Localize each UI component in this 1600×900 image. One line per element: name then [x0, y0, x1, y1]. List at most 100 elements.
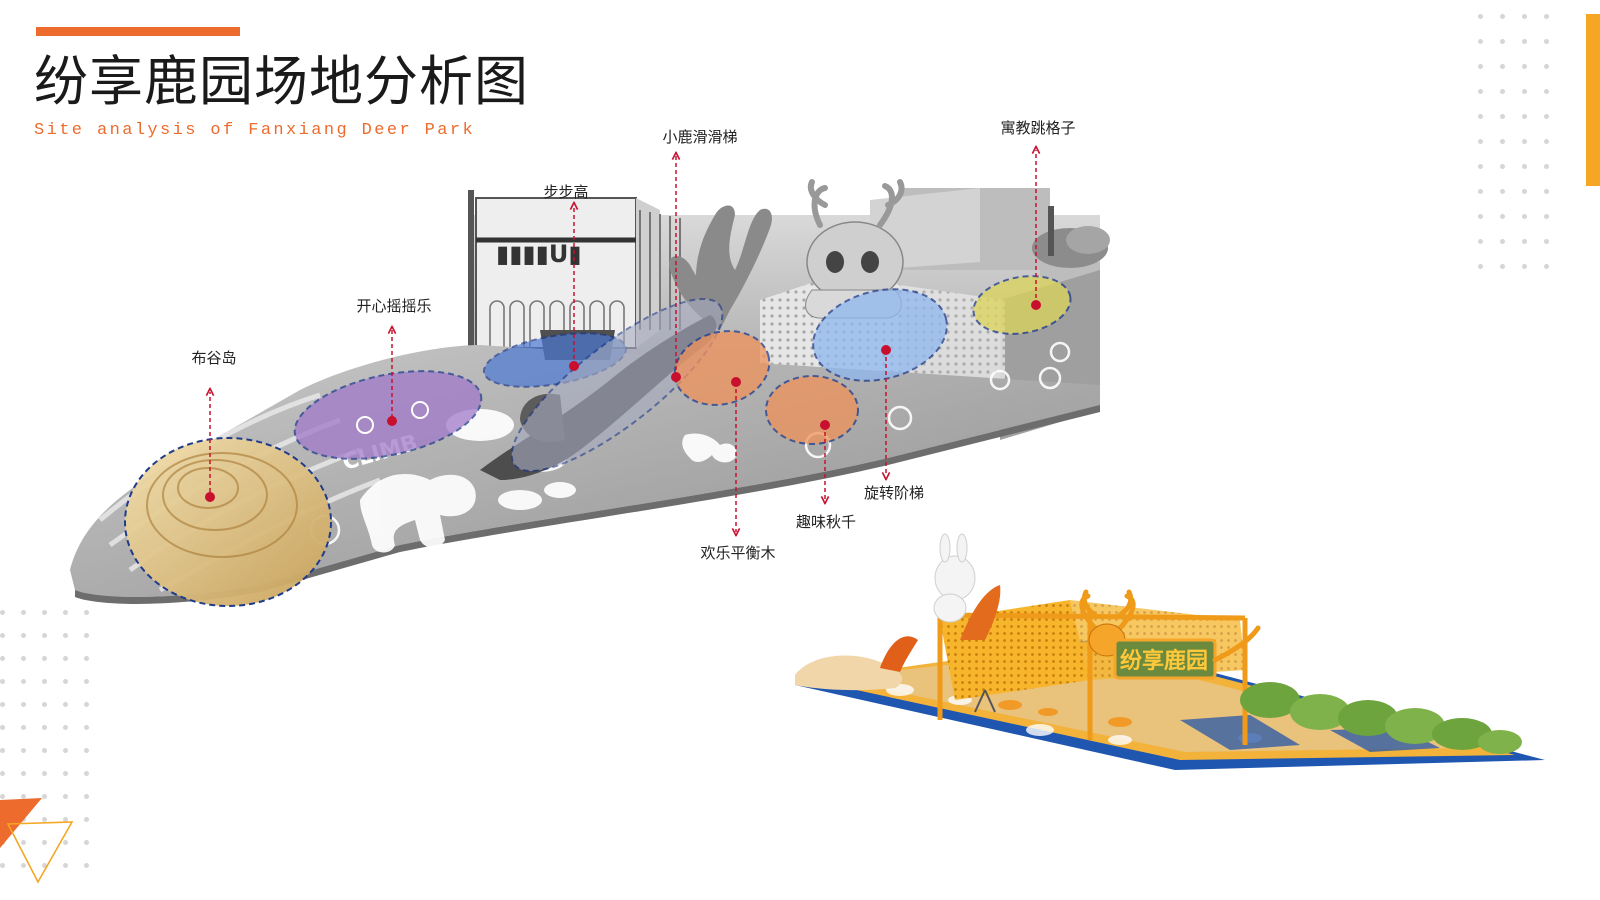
- grid-dot: [84, 794, 89, 799]
- corner-triangle-decoration: [0, 798, 74, 884]
- grid-dot: [42, 633, 47, 638]
- grid-dot: [42, 656, 47, 661]
- render-bushes: [1240, 682, 1522, 754]
- leader-lines: [210, 150, 1036, 532]
- grid-dot: [1522, 39, 1527, 44]
- grid-dot: [0, 633, 5, 638]
- grid-dot: [1478, 114, 1483, 119]
- grid-dot: [21, 610, 26, 615]
- grid-dot: [84, 725, 89, 730]
- callout-label-yujiao: 寓教跳格子: [1000, 119, 1076, 137]
- grid-dot: [1522, 264, 1527, 269]
- grid-dot: [63, 725, 68, 730]
- grid-dot: [1522, 164, 1527, 169]
- title-accent-bar: [36, 27, 240, 36]
- grid-dot: [42, 610, 47, 615]
- grid-dot: [1522, 139, 1527, 144]
- grid-dot: [1522, 239, 1527, 244]
- grid-dot: [0, 771, 5, 776]
- callout-label-xiaolu: 小鹿滑滑梯: [662, 128, 738, 146]
- grid-dot: [1544, 214, 1549, 219]
- grid-dot: [63, 702, 68, 707]
- grid-dot: [1500, 164, 1505, 169]
- callout-label-kaixin: 开心摇摇乐: [356, 297, 432, 315]
- zone-markers: [205, 300, 1041, 502]
- grid-dot: [1478, 214, 1483, 219]
- colored-rendering: 纷享鹿园: [795, 533, 1545, 770]
- highlight-zones: [124, 275, 1072, 607]
- grid-dot: [21, 679, 26, 684]
- grid-dot: [1544, 139, 1549, 144]
- grid-dot: [84, 610, 89, 615]
- grid-dot: [84, 817, 89, 822]
- page-subtitle: Site analysis of Fanxiang Deer Park: [34, 121, 476, 140]
- grid-dot: [1478, 239, 1483, 244]
- grid-dot: [1478, 39, 1483, 44]
- grid-dot: [63, 863, 68, 868]
- grid-dot: [21, 863, 26, 868]
- grid-dot: [1544, 14, 1549, 19]
- grid-dot: [42, 725, 47, 730]
- grid-dot: [1522, 214, 1527, 219]
- grid-dot: [1544, 39, 1549, 44]
- grid-dot: [1500, 239, 1505, 244]
- dot-grid-bottom-left: [0, 610, 100, 895]
- grid-dot: [42, 748, 47, 753]
- render-sign: 纷享鹿园: [1079, 589, 1261, 680]
- callout-label-quwei: 趣味秋千: [795, 513, 857, 531]
- grid-dot: [1544, 64, 1549, 69]
- planter-greenery: [1032, 206, 1110, 268]
- grid-dot: [63, 633, 68, 638]
- grid-dot: [21, 656, 26, 661]
- grid-dot: [1544, 239, 1549, 244]
- grid-dot: [1522, 189, 1527, 194]
- grid-dot: [1500, 214, 1505, 219]
- grid-dot: [1500, 14, 1505, 19]
- dot-grid-top-right: [1478, 14, 1568, 294]
- left-fence: ▮▮▮▮U▮: [468, 190, 681, 350]
- callout-label-huanle: 欢乐平衡木: [700, 544, 776, 562]
- grid-dot: [42, 863, 47, 868]
- grid-dot: [42, 840, 47, 845]
- grid-dot: [1544, 89, 1549, 94]
- grid-dot: [1500, 39, 1505, 44]
- grid-dot: [1522, 89, 1527, 94]
- grid-dot: [42, 771, 47, 776]
- grid-dot: [0, 702, 5, 707]
- grid-dot: [84, 840, 89, 845]
- zone-quwei: [765, 375, 859, 445]
- grid-dot: [42, 702, 47, 707]
- grid-dot: [0, 725, 5, 730]
- grid-dot: [42, 794, 47, 799]
- callout-label-xuanzhuan: 旋转阶梯: [863, 484, 925, 502]
- grid-dot: [63, 840, 68, 845]
- grid-dot: [1544, 264, 1549, 269]
- grid-dot: [0, 656, 5, 661]
- grid-dot: [42, 817, 47, 822]
- grid-dot: [21, 633, 26, 638]
- grid-dot: [21, 725, 26, 730]
- grid-dot: [63, 817, 68, 822]
- page-title: 纷享鹿园场地分析图: [34, 50, 529, 113]
- grid-dot: [1500, 114, 1505, 119]
- grid-dot: [0, 794, 5, 799]
- grid-dot: [21, 748, 26, 753]
- grid-dot: [1478, 14, 1483, 19]
- grid-dot: [63, 771, 68, 776]
- grid-dot: [1500, 89, 1505, 94]
- grid-dot: [63, 748, 68, 753]
- zone-buguodao: [125, 438, 331, 606]
- right-accent-bar: [1586, 14, 1600, 186]
- grid-dot: [1478, 64, 1483, 69]
- grid-dot: [21, 702, 26, 707]
- zone-yujiao: [972, 275, 1072, 335]
- grid-dot: [1478, 139, 1483, 144]
- grid-dot: [0, 679, 5, 684]
- grid-dot: [1544, 114, 1549, 119]
- grid-dot: [1478, 264, 1483, 269]
- zone-xiaolu: [510, 297, 724, 473]
- grid-dot: [0, 748, 5, 753]
- grid-dot: [0, 863, 5, 868]
- callout-label-bubugao: 步步高: [543, 183, 589, 201]
